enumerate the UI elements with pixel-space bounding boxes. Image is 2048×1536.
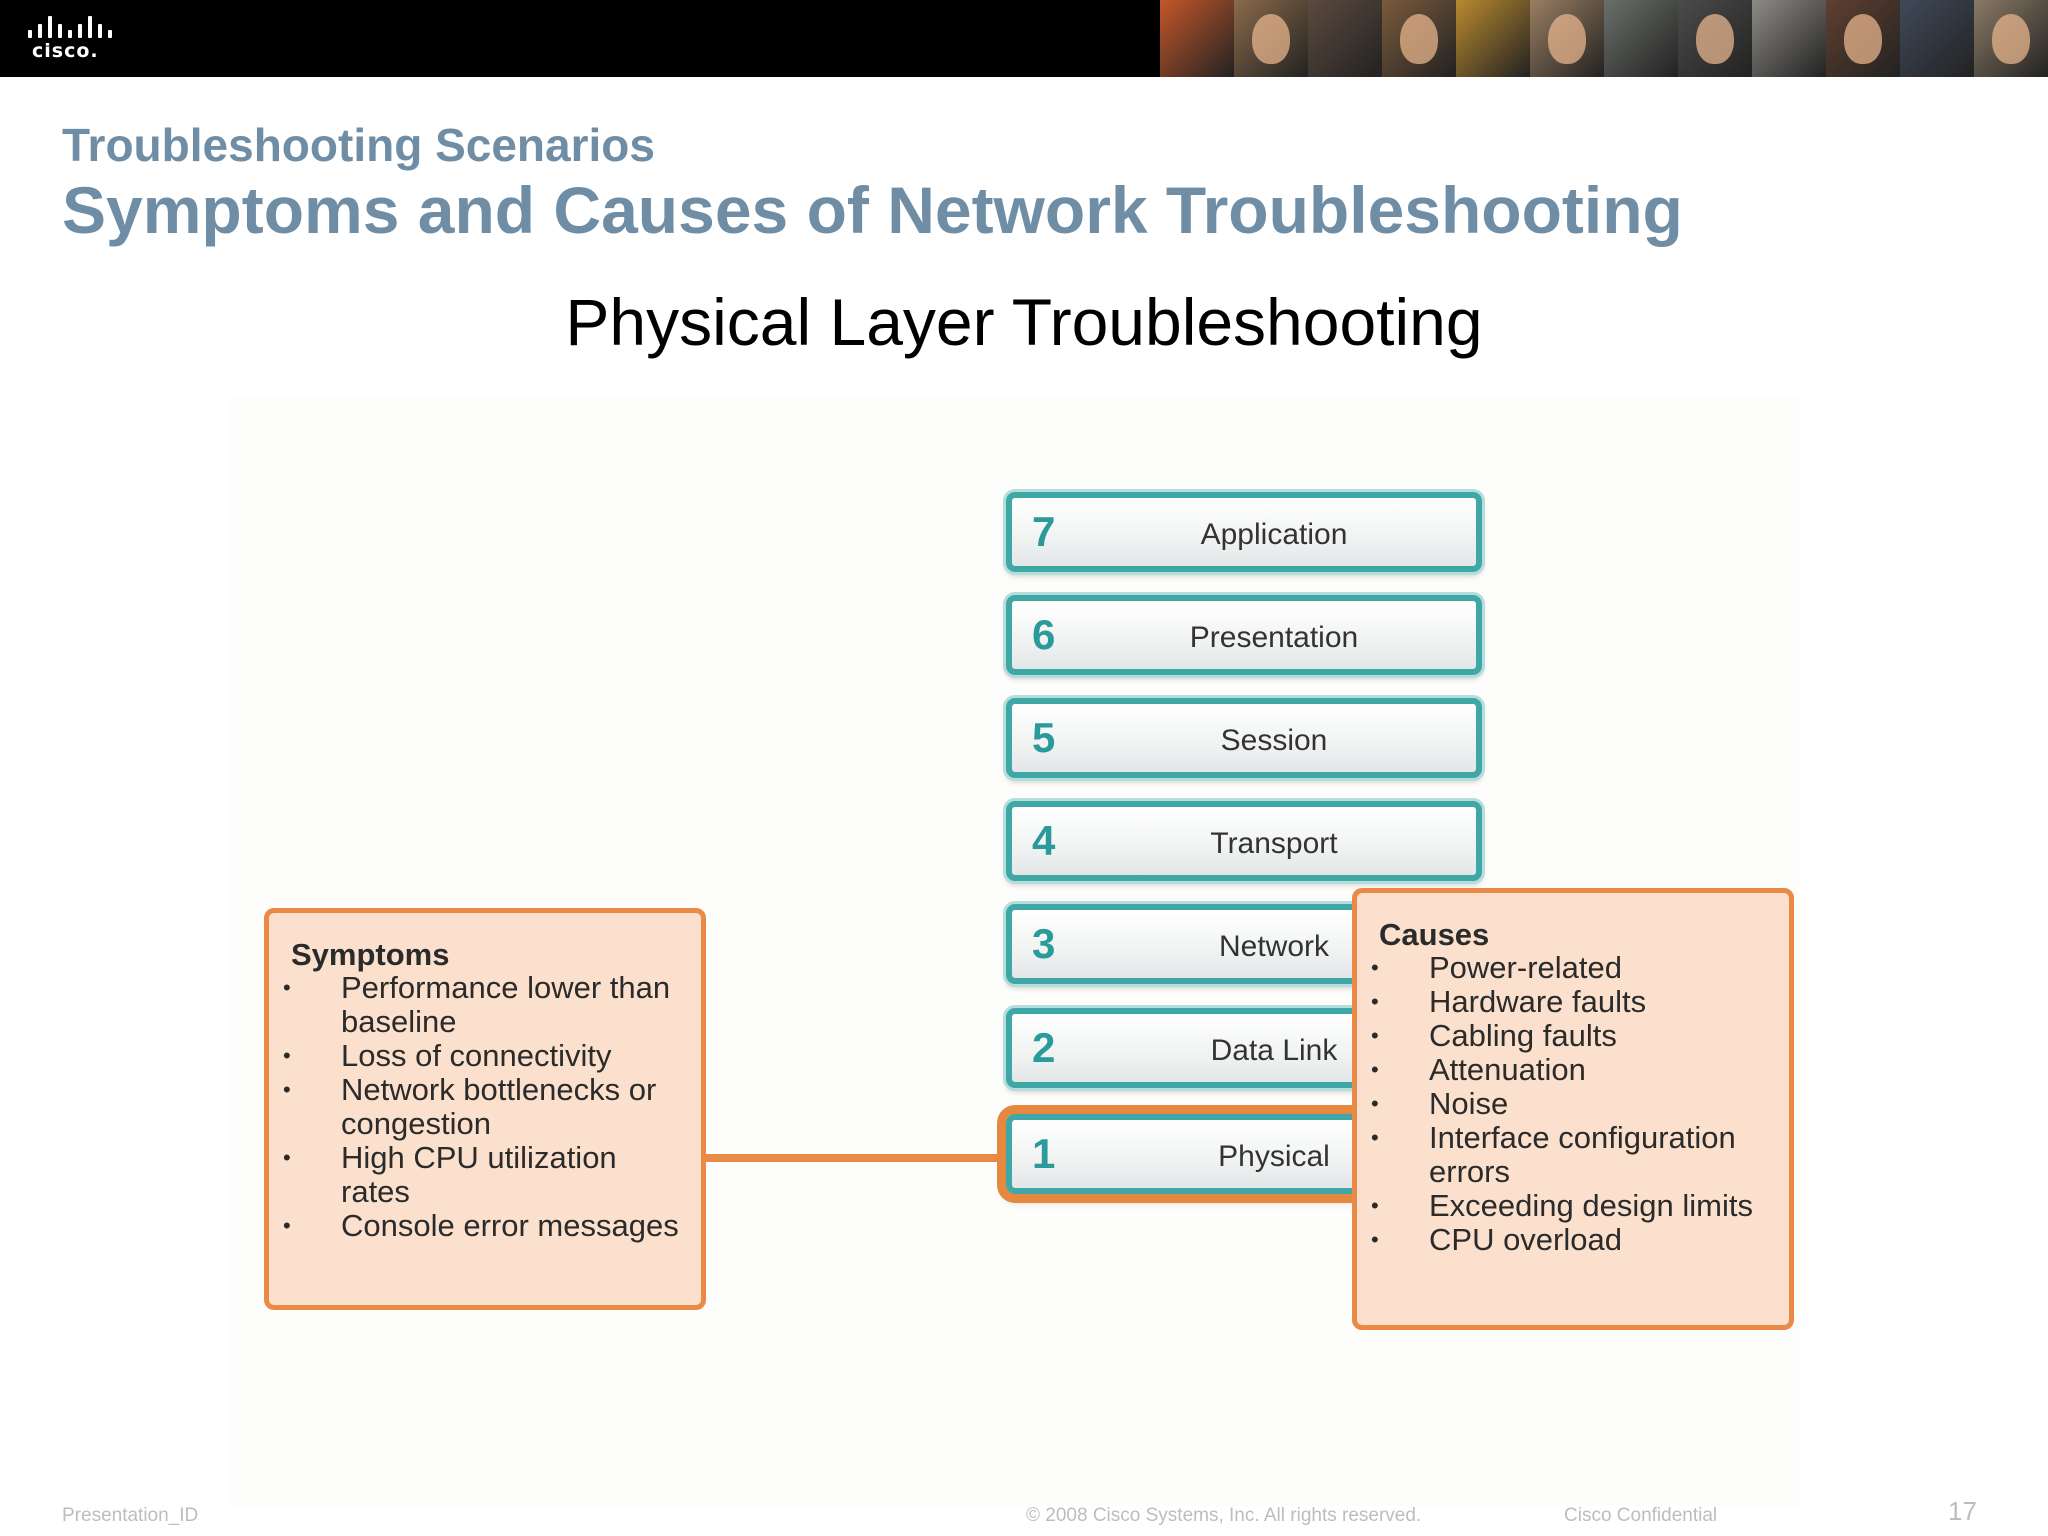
person-photo-icon (1400, 14, 1438, 64)
osi-diagram: 7 Application 6 Presentation 5 Session 4… (228, 396, 1800, 1506)
layer-label: Data Link (1210, 1034, 1338, 1067)
cisco-logo-wordmark: cisco. (32, 40, 99, 62)
header-photo-tile (1456, 0, 1530, 77)
header-photo-tile (1530, 0, 1604, 77)
header-photo-tile (1382, 0, 1456, 77)
symptom-item: High CPU utilization rates (269, 1141, 689, 1209)
layer-label: Session (1220, 724, 1328, 757)
cisco-logo-bars-icon (28, 14, 118, 38)
footer-copyright: © 2008 Cisco Systems, Inc. All rights re… (1026, 1505, 1422, 1526)
causes-title: Causes (1379, 917, 1490, 952)
causes-list: Power-related Hardware faults Cabling fa… (1357, 951, 1777, 1258)
symptoms-list: Performance lower than baseline Loss of … (269, 971, 689, 1244)
header-photo-tile (1604, 0, 1678, 77)
causes-box: Causes Power-related Hardware faults Cab… (1352, 888, 1794, 1330)
osi-layer-6: 6 Presentation (1006, 595, 1482, 675)
layer-number: 7 (1032, 508, 1056, 555)
header-photo-tile (1826, 0, 1900, 77)
cause-item: Attenuation (1357, 1053, 1777, 1088)
layer-label: Physical (1218, 1140, 1330, 1173)
symptom-item: Loss of connectivity (269, 1039, 689, 1074)
slide-kicker: Troubleshooting Scenarios (62, 119, 655, 171)
person-photo-icon (1992, 14, 2030, 64)
symptom-item: Console error messages (269, 1209, 689, 1244)
layer-number: 2 (1032, 1024, 1056, 1071)
slide-title: Symptoms and Causes of Network Troublesh… (62, 173, 1683, 247)
cause-item: Exceeding design limits (1357, 1189, 1777, 1224)
person-photo-icon (1548, 14, 1586, 64)
symptoms-box: Symptoms Performance lower than baseline… (264, 908, 706, 1310)
symptom-item: Performance lower than baseline (269, 971, 689, 1039)
header-bar: cisco. (0, 0, 2048, 77)
person-photo-icon (1696, 14, 1734, 64)
footer-confidential: Cisco Confidential (1564, 1505, 1718, 1526)
header-photo-tile (1974, 0, 2048, 77)
layer-number: 6 (1032, 611, 1056, 658)
cause-item: Hardware faults (1357, 985, 1777, 1020)
cause-item: Interface configuration errors (1357, 1121, 1777, 1189)
symptom-item: Network bottlenecks or congestion (269, 1073, 689, 1141)
header-photo-tile (1308, 0, 1382, 77)
cause-item: Power-related (1357, 951, 1777, 986)
layer-label: Presentation (1189, 621, 1359, 654)
layer-label: Transport (1210, 827, 1338, 860)
footer-presentation-id: Presentation_ID (62, 1505, 199, 1526)
osi-layer-5: 5 Session (1006, 698, 1482, 778)
symptoms-connector (706, 1154, 1006, 1162)
layer-label: Application (1200, 518, 1348, 551)
person-photo-icon (1252, 14, 1290, 64)
layer-label: Network (1218, 930, 1330, 963)
section-title: Physical Layer Troubleshooting (565, 285, 1483, 359)
cause-item: Cabling faults (1357, 1019, 1777, 1054)
page-number: 17 (1948, 1496, 1977, 1526)
person-photo-icon (1844, 14, 1882, 64)
osi-layer-4: 4 Transport (1006, 801, 1482, 881)
header-photo-tile (1900, 0, 1974, 77)
cisco-logo: cisco. (28, 14, 118, 64)
cause-item: CPU overload (1357, 1223, 1777, 1258)
layer-number: 1 (1032, 1130, 1056, 1177)
header-photo-tile (1752, 0, 1826, 77)
osi-layer-7: 7 Application (1006, 492, 1482, 572)
layer-number: 5 (1032, 714, 1056, 761)
layer-number: 4 (1032, 817, 1056, 864)
cause-item: Noise (1357, 1087, 1777, 1122)
header-photo-tile (1678, 0, 1752, 77)
header-photo-strip (1160, 0, 2048, 77)
symptoms-title: Symptoms (291, 937, 450, 972)
layer-number: 3 (1032, 920, 1056, 967)
header-photo-tile (1160, 0, 1234, 77)
header-photo-tile (1234, 0, 1308, 77)
